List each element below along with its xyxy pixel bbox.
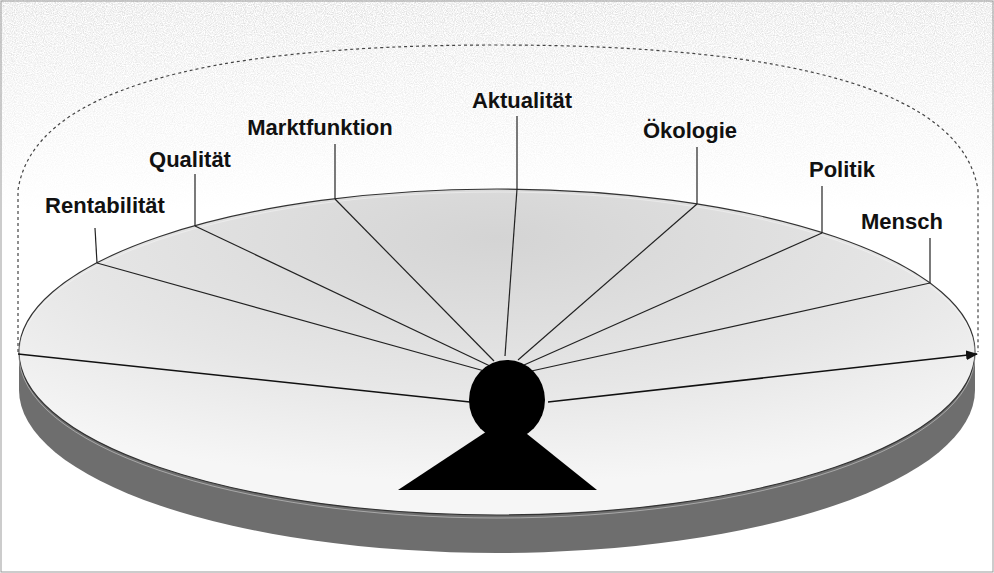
factor-label: Ökologie	[643, 119, 737, 143]
factor-label: Mensch	[861, 210, 943, 234]
factor-label: Politik	[809, 158, 875, 182]
factor-label: Qualität	[149, 148, 231, 172]
factor-label: Aktualität	[472, 89, 572, 113]
factor-label: Marktfunktion	[247, 116, 392, 140]
factor-label: Rentabilität	[45, 194, 165, 218]
